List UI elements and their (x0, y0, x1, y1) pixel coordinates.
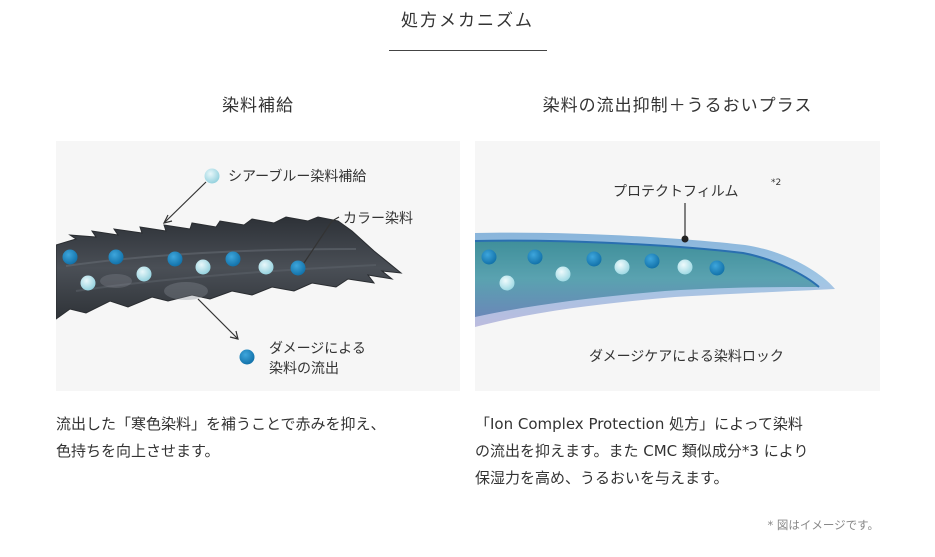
left-description-line: 色持ちを向上させます。 (56, 442, 220, 460)
color-dye-dot (644, 253, 660, 269)
sheer-blue-dot (677, 259, 693, 275)
protected-hair-illustration: プロテクトフィルム *2 ダメージケアによる染料ロック (475, 178, 835, 365)
left-column-title: 染料補給 (222, 96, 294, 116)
dye-leak-label-line2: 染料の流出 (269, 361, 339, 377)
protect-film-label: プロテクトフィルム (613, 184, 738, 200)
color-dye-dot (527, 249, 543, 265)
sheer-blue-dot (80, 275, 96, 291)
sheer-blue-dot (136, 266, 152, 282)
protect-film-note: *2 (771, 178, 781, 188)
right-description-line: 保湿力を高め、うるおいを与えます。 (475, 469, 729, 487)
color-dye-dot (709, 260, 725, 276)
film-pointer-dot (681, 235, 689, 243)
title-divider (389, 50, 547, 51)
image-note: * 図はイメージです。 (767, 518, 879, 532)
smooth-hair-strand (475, 240, 819, 317)
color-dye-dot (225, 251, 241, 267)
dye-leak-label-line1: ダメージによる (269, 341, 366, 357)
right-description-line: の流出を抑えます。また CMC 類似成分*3 により (475, 442, 809, 460)
page-title: 処方メカニズム (401, 11, 534, 31)
color-dye-label: カラー染料 (343, 211, 413, 227)
sheer-blue-dot (258, 259, 274, 275)
right-column-title: 染料の流出抑制＋うるおいプラス (542, 96, 813, 116)
damage-care-label: ダメージケアによる染料ロック (589, 349, 784, 365)
damaged-hair-illustration: シアーブルー染料補給 カラー染料 ダメージによる 染料の流出 (56, 168, 413, 377)
leaking-dye-dot (239, 349, 255, 365)
dye-lock-panel: プロテクトフィルム *2 ダメージケアによる染料ロック (475, 141, 880, 391)
left-description: 流出した「寒色染料」を補うことで赤みを抑え、 色持ちを向上させます。 (56, 411, 468, 465)
color-dye-dot (481, 249, 497, 265)
damaged-hair-strand (56, 216, 403, 320)
color-dye-dot (108, 249, 124, 265)
color-dye-dot (290, 260, 306, 276)
sheer-blue-dot (555, 266, 571, 282)
sheer-blue-label: シアーブルー染料補給 (228, 168, 366, 185)
dye-replenish-panel: シアーブルー染料補給 カラー染料 ダメージによる 染料の流出 (56, 141, 460, 391)
sheer-blue-dot (195, 259, 211, 275)
left-description-line: 流出した「寒色染料」を補うことで赤みを抑え、 (56, 415, 386, 433)
color-dye-dot (167, 251, 183, 267)
color-dye-dot (586, 251, 602, 267)
right-description-line: 「Ion Complex Protection 処方」によって染料 (475, 415, 803, 433)
right-description: 「Ion Complex Protection 処方」によって染料 の流出を抑え… (475, 411, 885, 492)
sheer-blue-dot (614, 259, 630, 275)
sheer-blue-dot (499, 275, 515, 291)
sheer-blue-supply-dot (204, 168, 220, 184)
color-dye-dot (62, 249, 78, 265)
